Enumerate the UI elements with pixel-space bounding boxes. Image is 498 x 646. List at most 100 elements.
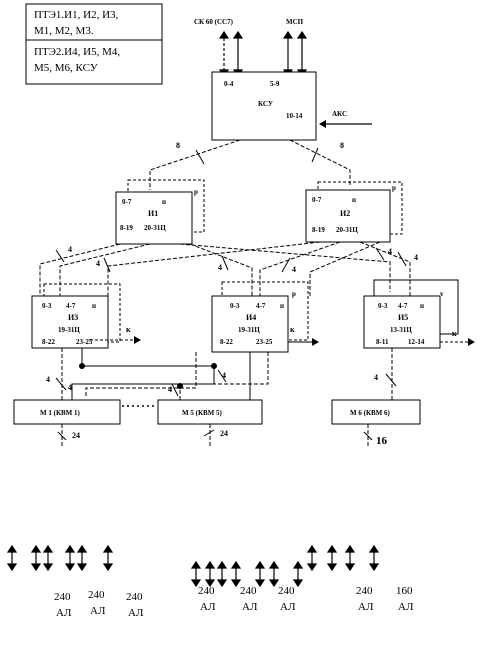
- ksu-block: 0-4 5-9 КСУ 10-14: [211, 71, 317, 141]
- bus-label-7-sub: АЛ: [358, 601, 374, 613]
- legend-line1: ПТЭ1.И1, И2, И3,: [34, 9, 119, 21]
- i5-a: 0-3: [378, 302, 388, 310]
- i2-title: И2: [340, 209, 350, 218]
- edge-4-g: 4: [46, 375, 50, 384]
- m6-block: М 6 (КВМ 6): [331, 399, 421, 425]
- i3-k: к: [126, 325, 131, 334]
- edge-4-d: 4: [292, 265, 296, 274]
- i2-top-range: 0-7: [312, 196, 322, 204]
- legend-line2: М1, М2, М3.: [34, 25, 94, 37]
- i3-o: п: [92, 302, 96, 310]
- bus-label-3-sub: АЛ: [128, 607, 144, 619]
- edge-4-k: 4: [374, 373, 378, 382]
- bottom-labels: 240 АЛ 240 АЛ 240 АЛ 240 АЛ 240 АЛ 240 А…: [54, 585, 414, 619]
- i2-block: 0-7 п p И2 8-19 20-31Ц: [305, 181, 403, 243]
- i1-p: p: [194, 188, 198, 196]
- bus-label-3-num: 240: [126, 591, 143, 603]
- i5-title: И5: [398, 313, 408, 322]
- bus-label-2-num: 240: [88, 589, 105, 601]
- bus-label-8-num: 160: [396, 585, 413, 597]
- i3-mid: 19-31Ц: [58, 326, 80, 334]
- i2-bottom-right: 20-31Ц: [336, 226, 358, 234]
- ksu-bottom-range: 10-14: [286, 112, 303, 120]
- i5-bl: 8-11: [376, 338, 389, 346]
- bus-label-1-num: 240: [54, 591, 71, 603]
- bus-label-5-sub: АЛ: [242, 601, 258, 613]
- i3-b: 4-7: [66, 302, 76, 310]
- legend-line3: ПТЭ2.И4, И5, М4,: [34, 46, 120, 58]
- bus-label-5-num: 240: [240, 585, 257, 597]
- i4-bl: 8-22: [220, 338, 233, 346]
- i3-bl: 8-22: [42, 338, 55, 346]
- m6-bus: 16: [376, 435, 388, 447]
- i5-br: 12-14: [408, 338, 425, 346]
- i4-br: 23-25: [256, 338, 273, 346]
- i1-bottom-right: 20-31Ц: [144, 224, 166, 232]
- m5-block: М 5 (КВМ 5): [157, 399, 263, 425]
- bus-label-7-num: 240: [356, 585, 373, 597]
- i2-o: п: [352, 196, 356, 204]
- i2-p: p: [392, 184, 396, 192]
- i5-mid: 13-31Ц: [390, 326, 412, 334]
- i3-title: И3: [68, 313, 78, 322]
- i3-br: 23-25: [76, 338, 93, 346]
- bus-label-4-sub: АЛ: [200, 601, 216, 613]
- i5-p: v: [440, 290, 444, 298]
- i1-title: И1: [148, 209, 158, 218]
- i4-b: 4-7: [256, 302, 266, 310]
- i1-o: п: [162, 198, 166, 206]
- i1-block: 0-7 п p И1 8-19 20-31Ц: [115, 179, 205, 245]
- aks-label: АКС: [332, 110, 347, 118]
- bus-label-6-num: 240: [278, 585, 295, 597]
- ksu-left-range: 0-4: [224, 80, 234, 88]
- edge-4-j: 4: [222, 371, 226, 380]
- edge-4-a: 4: [68, 245, 72, 254]
- edge-4-i: 4: [168, 385, 172, 394]
- edge-ksu-i1: 8: [176, 141, 180, 150]
- bus-label-6-sub: АЛ: [280, 601, 296, 613]
- bus-label-2-sub: АЛ: [90, 605, 106, 617]
- module-buses: [57, 424, 373, 446]
- bus-label-8-sub: АЛ: [398, 601, 414, 613]
- edge-ksu-i2: 8: [340, 141, 344, 150]
- edge-4-b: 4: [96, 259, 100, 268]
- bottom-arrows: [6, 544, 380, 588]
- bus-label-1-sub: АЛ: [56, 607, 72, 619]
- i4-p: p: [292, 290, 296, 298]
- edge-4-h: 4: [68, 383, 72, 392]
- sk-label: СК 60 (СС7): [194, 18, 234, 26]
- i4-o: п: [280, 302, 284, 310]
- m5-bus: 24: [220, 429, 228, 438]
- legend-box: ПТЭ1.И1, И2, И3, М1, М2, М3. ПТЭ2.И4, И5…: [25, 3, 163, 85]
- legend-line4: М5, М6, КСУ: [34, 62, 98, 74]
- top-arrows: [218, 30, 308, 78]
- edge-4-c: 4: [218, 263, 222, 272]
- i3-a: 0-3: [42, 302, 52, 310]
- i4-title: И4: [246, 313, 256, 322]
- ksu-right-range: 5-9: [270, 80, 280, 88]
- lower-links: [55, 348, 397, 400]
- ksu-title: КСУ: [258, 100, 273, 108]
- i4-a: 0-3: [230, 302, 240, 310]
- edge-4-f: 4: [414, 253, 418, 262]
- i1-top-range: 0-7: [122, 198, 132, 206]
- cross-buses: [39, 241, 411, 298]
- m6-label: М 6 (КВМ 6): [350, 409, 391, 417]
- i2-bottom-left: 8-19: [312, 226, 325, 234]
- i5-b: 4-7: [398, 302, 408, 310]
- i4-block: 0-3 4-7 п p И4 19-31Ц 8-22 23-25 к: [211, 281, 319, 353]
- i3-block: 0-3 4-7 п И3 19-31Ц 8-22 23-25 к: [31, 283, 141, 349]
- m1-bus: 24: [72, 431, 80, 440]
- m1-label: М 1 (КВМ 1): [40, 409, 81, 417]
- m1-block: М 1 (КВМ 1): [13, 399, 121, 425]
- i4-mid: 19-31Ц: [238, 326, 260, 334]
- ksu-links: [149, 139, 351, 190]
- i4-k: к: [290, 325, 295, 334]
- m5-label: М 5 (КВМ 5): [182, 409, 223, 417]
- i5-block: 0-3 4-7 п v И5 13-31Ц 8-11 12-14 к: [363, 279, 475, 349]
- msp-label: МСП: [286, 18, 304, 26]
- i1-bottom-left: 8-19: [120, 224, 133, 232]
- i5-o: п: [420, 302, 424, 310]
